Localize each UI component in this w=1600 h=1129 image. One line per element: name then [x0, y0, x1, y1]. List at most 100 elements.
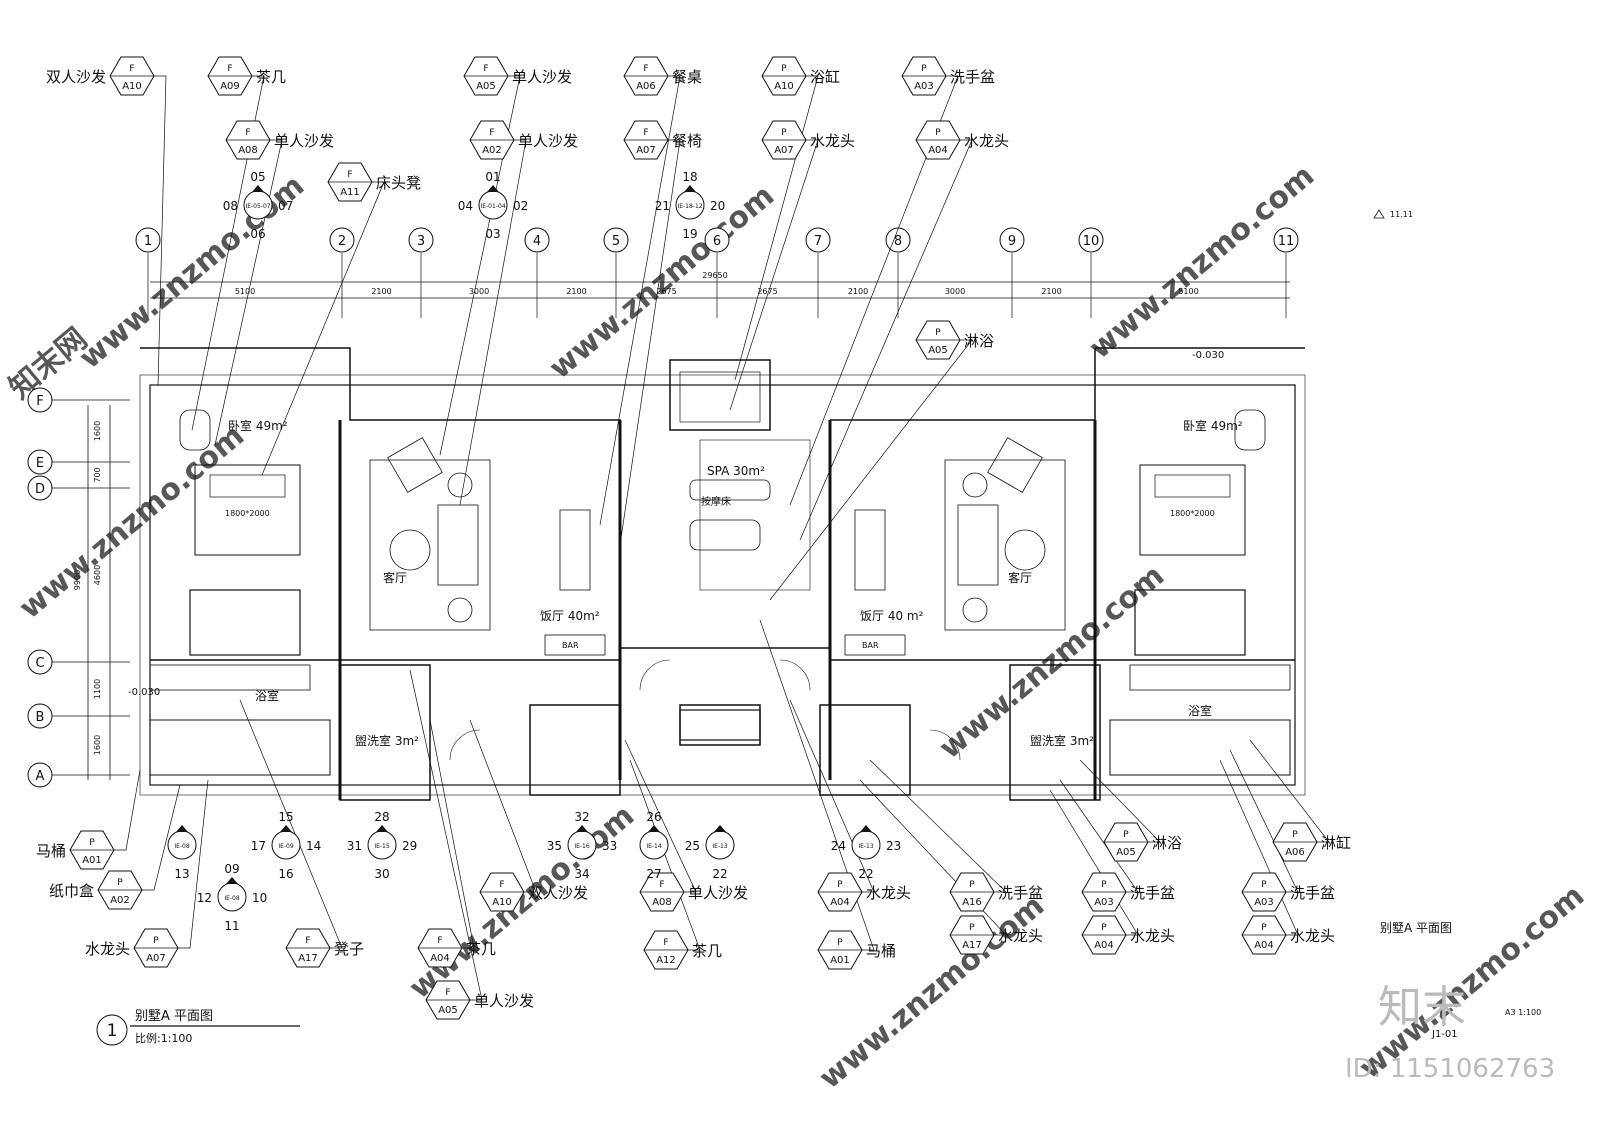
mark-view-number: 12 [197, 891, 212, 905]
mark-view-number: 23 [886, 839, 901, 853]
tag-label: 浴缸 [810, 68, 840, 86]
tag-label: 洗手盆 [1130, 884, 1175, 902]
mark-code: IE-08 [224, 895, 240, 902]
room-label-bedroom-left: 卧室 49m² [228, 418, 288, 433]
brand-logo: 知末 [1378, 982, 1466, 1033]
mark-view-number: 07 [278, 199, 293, 213]
bar-left: BAR [562, 641, 579, 650]
tag-category: F [663, 938, 668, 948]
watermark-layer: 知末网 www.znzmo.com www.znzmo.com www.znzm… [3, 158, 1591, 1096]
room-label-living-right: 客厅 [1008, 570, 1032, 585]
tag-category: F [499, 880, 504, 890]
mark-view-number: 20 [710, 199, 725, 213]
tag-category: F [659, 880, 664, 890]
mark-view-number: 27 [646, 867, 661, 881]
tag-label: 单人沙发 [512, 68, 572, 86]
tag-label: 水龙头 [1130, 927, 1175, 945]
tag-label: 洗手盆 [998, 884, 1043, 902]
mark-view-number: 02 [513, 199, 528, 213]
mark-view-number: 10 [252, 891, 267, 905]
watermark-id: ID: 1151062763 [1345, 1054, 1555, 1084]
tag-label: 水龙头 [85, 940, 130, 958]
tag-code: A03 [914, 81, 934, 92]
row-total-dimension: 9900 [73, 570, 82, 590]
mark-view-number: 31 [347, 839, 362, 853]
tag-category: F [445, 988, 450, 998]
row-axis-label: D [35, 482, 45, 497]
mark-view-number: 21 [655, 199, 670, 213]
drawing-scale: 比例:1:100 [135, 1031, 192, 1045]
tag-label: 餐桌 [672, 68, 702, 86]
tag-category: F [643, 64, 648, 74]
bed-size-right: 1800*2000 [1170, 509, 1215, 518]
watermark-text: www.znzmo.com [1083, 158, 1321, 366]
tag-category: P [1261, 923, 1267, 933]
mark-view-number: 26 [646, 810, 661, 824]
tag-code: A16 [962, 897, 982, 908]
tag-code: A08 [652, 897, 672, 908]
tag-category: F [245, 128, 250, 138]
tag-code: A05 [476, 81, 496, 92]
mark-view-number: 35 [547, 839, 562, 853]
room-labels: 卧室 49m² 卧室 49m² 客厅 客厅 饭厅 40m² 饭厅 40 m² S… [128, 209, 1413, 748]
elevation-mark: 11.11 [1390, 210, 1413, 219]
watermark-text: www.znzmo.com [73, 168, 311, 376]
tag-code: A06 [1285, 847, 1305, 858]
tag-label: 纸巾盒 [49, 882, 94, 900]
tag-code: A17 [962, 940, 982, 951]
tag-label: 水龙头 [964, 132, 1009, 150]
column-dimension: 2675 [757, 287, 777, 296]
tag-category: F [347, 170, 352, 180]
tag-label: 单人沙发 [274, 132, 334, 150]
row-axis-label: E [36, 456, 44, 471]
tag-code: A07 [636, 145, 656, 156]
mark-view-number: 08 [223, 199, 238, 213]
tag-label: 单人沙发 [474, 992, 534, 1010]
mark-view-number: 34 [574, 867, 589, 881]
mark-view-number: 29 [402, 839, 417, 853]
mark-code: IE-08 [174, 843, 190, 850]
tag-label: 水龙头 [1290, 927, 1335, 945]
tag-category: P [153, 936, 159, 946]
furniture-tag: F A05 单人沙发 [425, 980, 534, 1020]
tag-category: P [1292, 830, 1298, 840]
mark-view-number: 22 [858, 867, 873, 881]
row-dimension: 1100 [93, 679, 102, 699]
tag-code: A05 [438, 1005, 458, 1016]
row-dimension: 1600 [93, 735, 102, 755]
tag-code: A12 [656, 955, 676, 966]
column-axis-label: 11 [1278, 234, 1295, 249]
room-label-dining-right: 饭厅 40 m² [860, 609, 924, 623]
tag-code: A17 [298, 953, 318, 964]
tag-category: P [1261, 880, 1267, 890]
tag-code: A07 [774, 145, 794, 156]
paper-size: A3 1:100 [1505, 1008, 1541, 1017]
mark-view-number: 17 [251, 839, 266, 853]
tag-label: 茶几 [466, 940, 496, 958]
tag-code: A02 [110, 895, 130, 906]
row-axis-label: B [36, 710, 45, 725]
tag-label: 淋浴 [1152, 834, 1182, 852]
